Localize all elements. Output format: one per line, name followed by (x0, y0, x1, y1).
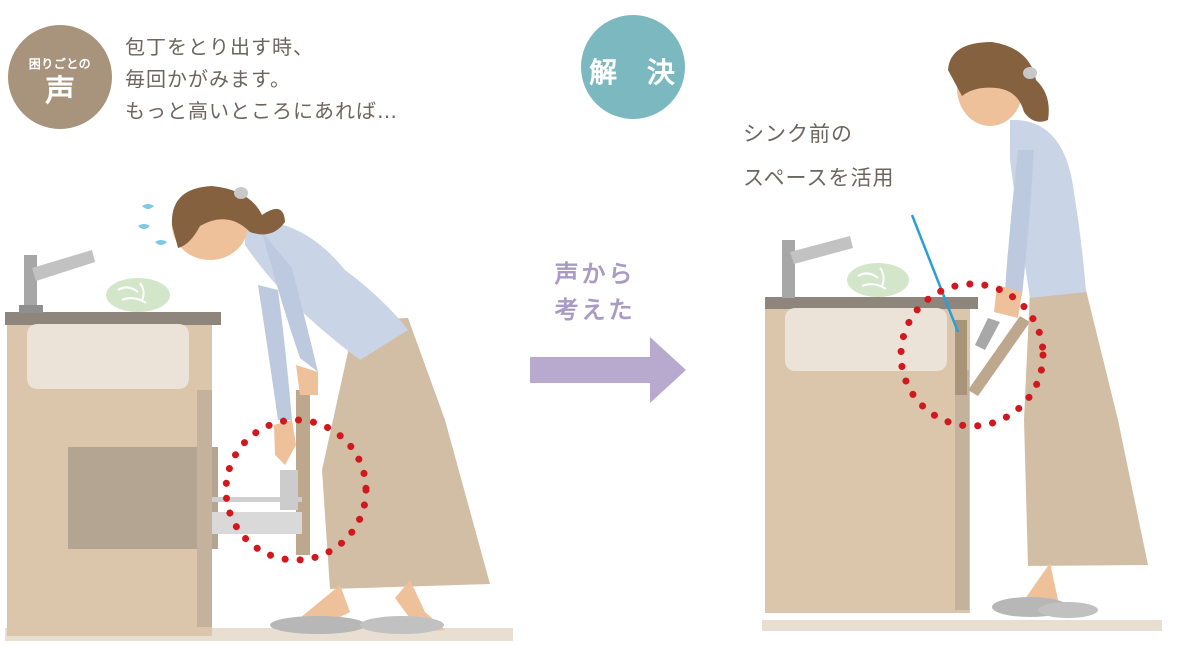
left-slipper-2 (360, 616, 444, 634)
middle-label-line-2: 考えた (554, 296, 636, 324)
right-cabbage (847, 263, 909, 297)
left-cabinet-panel (68, 447, 218, 549)
left-cabbage (106, 278, 170, 312)
left-hand (296, 365, 318, 395)
left-faucet-post (24, 255, 37, 313)
left-dotted-circle (222, 416, 370, 564)
voice-badge-big-label: 声 (45, 74, 75, 109)
solution-line-2: スペースを活用 (743, 166, 895, 190)
middle-arrow (530, 337, 686, 403)
knife-rack (955, 320, 967, 395)
right-dotted-circle (897, 280, 1047, 430)
sweat-drop-3 (155, 240, 167, 245)
pointer-line (910, 214, 960, 333)
solution-line-1: シンク前の (743, 122, 853, 146)
left-drawer-rail (212, 512, 302, 534)
left-slipper-1 (270, 616, 366, 634)
right-faucet-post (782, 240, 795, 298)
right-floor (762, 620, 1162, 631)
left-cabinet-side (197, 390, 212, 627)
middle-label: 声から 考えた (535, 256, 655, 328)
left-scene (5, 186, 513, 641)
right-sink (785, 308, 947, 371)
right-hand (994, 285, 1022, 318)
left-faucet-spout (32, 250, 95, 281)
left-knife-block (280, 470, 298, 510)
left-sink (27, 324, 189, 389)
sweat-drop-1 (142, 204, 154, 209)
middle-label-line-1: 声から (554, 260, 636, 288)
right-scene (762, 42, 1162, 631)
right-skirt (1024, 286, 1148, 566)
right-hair (948, 42, 1049, 122)
right-countertop (765, 297, 978, 309)
solution-text: シンク前の スペースを活用 (743, 112, 894, 200)
left-skirt (322, 318, 490, 589)
left-sweater (245, 221, 408, 360)
complaint-line-2: 毎回かがみます。 (125, 67, 291, 91)
left-faucet-base (19, 305, 43, 313)
left-hair (171, 186, 285, 248)
voice-badge: 困りごとの 声 (8, 25, 112, 129)
complaint-line-1: 包丁をとり出す時、 (125, 35, 314, 59)
sweat-drop-2 (138, 224, 150, 229)
right-faucet-spout (790, 236, 853, 264)
left-countertop (5, 312, 221, 325)
voice-badge-small-label: 困りごとの (28, 57, 92, 71)
complaint-text: 包丁をとり出す時、 毎回かがみます。 もっと高いところにあれば… (125, 31, 398, 127)
solution-badge-label: 解 決 (589, 56, 685, 89)
solution-badge: 解 決 (581, 15, 685, 119)
complaint-line-3: もっと高いところにあれば… (125, 99, 398, 123)
